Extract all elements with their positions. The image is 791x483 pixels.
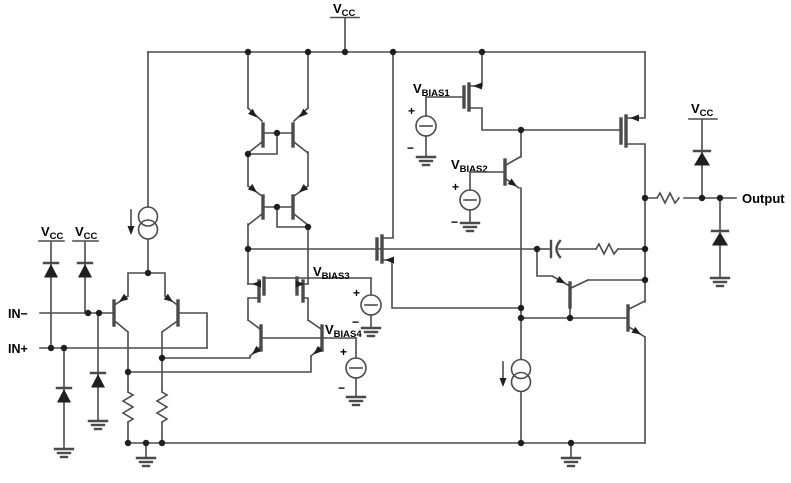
output-bias-current-source bbox=[499, 358, 532, 444]
minus-sign: − bbox=[352, 315, 359, 329]
mirror-pnp-q3 bbox=[246, 106, 294, 155]
vbias1-source: VBIAS1 + − bbox=[407, 81, 450, 167]
minus-sign: − bbox=[338, 381, 345, 395]
vbias2-label: VBIAS2 bbox=[451, 157, 488, 175]
vbias2-source: VBIAS2 + − bbox=[451, 157, 488, 233]
junction-dots bbox=[47, 48, 724, 447]
tail-current-source bbox=[127, 51, 159, 274]
second-stage-nmos bbox=[247, 51, 538, 309]
mirror-pnp-q6 bbox=[291, 184, 310, 227]
plus-sign: + bbox=[340, 345, 347, 359]
bias-pmos-m3 bbox=[425, 51, 622, 131]
vbias4-source: VBIAS4 + − bbox=[325, 322, 367, 407]
ground bbox=[345, 395, 367, 407]
output-clamp-diode-vcc bbox=[692, 149, 712, 166]
plus-sign: + bbox=[408, 104, 415, 118]
ground bbox=[459, 221, 481, 233]
cascode-npn-left bbox=[246, 318, 263, 358]
output-npn-q11 bbox=[520, 299, 647, 444]
minus-sign: − bbox=[451, 215, 458, 229]
vcc-left1-label: VCC bbox=[41, 224, 64, 242]
ground bbox=[415, 155, 437, 167]
comp-pnp-q10 bbox=[536, 248, 646, 319]
mirror-pnp-q5 bbox=[246, 184, 294, 227]
vbias4-label: VBIAS4 bbox=[325, 322, 362, 340]
cascode-fets bbox=[247, 276, 372, 321]
vbias1-label: VBIAS1 bbox=[413, 81, 450, 99]
input-pnp-q2 bbox=[160, 293, 208, 393]
in-plus-label: IN+ bbox=[8, 342, 28, 356]
cross-coupled-mirror bbox=[246, 51, 310, 285]
load-resistor-right bbox=[155, 390, 169, 444]
in-minus-label: IN− bbox=[8, 307, 28, 321]
output-network: VCC Output bbox=[644, 101, 785, 288]
mirror-pnp-q4 bbox=[291, 106, 310, 155]
input-pnp-q1 bbox=[112, 293, 130, 393]
vcc-left2-label: VCC bbox=[75, 224, 98, 242]
output-clamp-diode-gnd bbox=[709, 197, 731, 288]
input-pair bbox=[112, 272, 312, 444]
vcc-top-label: VCC bbox=[333, 1, 356, 19]
ground bbox=[360, 326, 382, 338]
ground bbox=[135, 456, 157, 468]
compensation-network bbox=[536, 239, 646, 259]
clamp-diode-vcc-inminus bbox=[76, 261, 94, 278]
ground bbox=[87, 419, 109, 431]
vcc-right-label: VCC bbox=[691, 101, 714, 119]
ground bbox=[709, 276, 731, 288]
bottom-rail bbox=[127, 442, 646, 468]
clamp-diode-gnd-inminus bbox=[87, 312, 109, 431]
clamp-diode-vcc-inplus bbox=[42, 261, 60, 278]
vbias3-label: VBIAS3 bbox=[313, 264, 350, 282]
capacitor bbox=[555, 239, 562, 259]
input-protection: VCC VCC bbox=[38, 224, 109, 459]
cascode-npns bbox=[246, 318, 357, 358]
ground bbox=[53, 447, 75, 459]
bias-npn-q9 bbox=[469, 129, 522, 360]
comp-resistor bbox=[594, 242, 646, 256]
plus-sign: + bbox=[353, 286, 360, 300]
plus-sign: + bbox=[452, 180, 459, 194]
vbias3-source: VBIAS3 + − bbox=[313, 264, 382, 338]
output-pmos-m4 bbox=[619, 51, 646, 303]
cascode-fet-left bbox=[247, 276, 266, 321]
clamp-diode-gnd-inplus bbox=[53, 347, 75, 459]
output-label: Output bbox=[742, 191, 785, 206]
load-resistor-left bbox=[121, 390, 135, 444]
minus-sign: − bbox=[407, 141, 414, 155]
vcc-rail: VCC bbox=[147, 1, 646, 53]
ground bbox=[560, 456, 582, 468]
cascode-fet-right bbox=[295, 276, 309, 321]
